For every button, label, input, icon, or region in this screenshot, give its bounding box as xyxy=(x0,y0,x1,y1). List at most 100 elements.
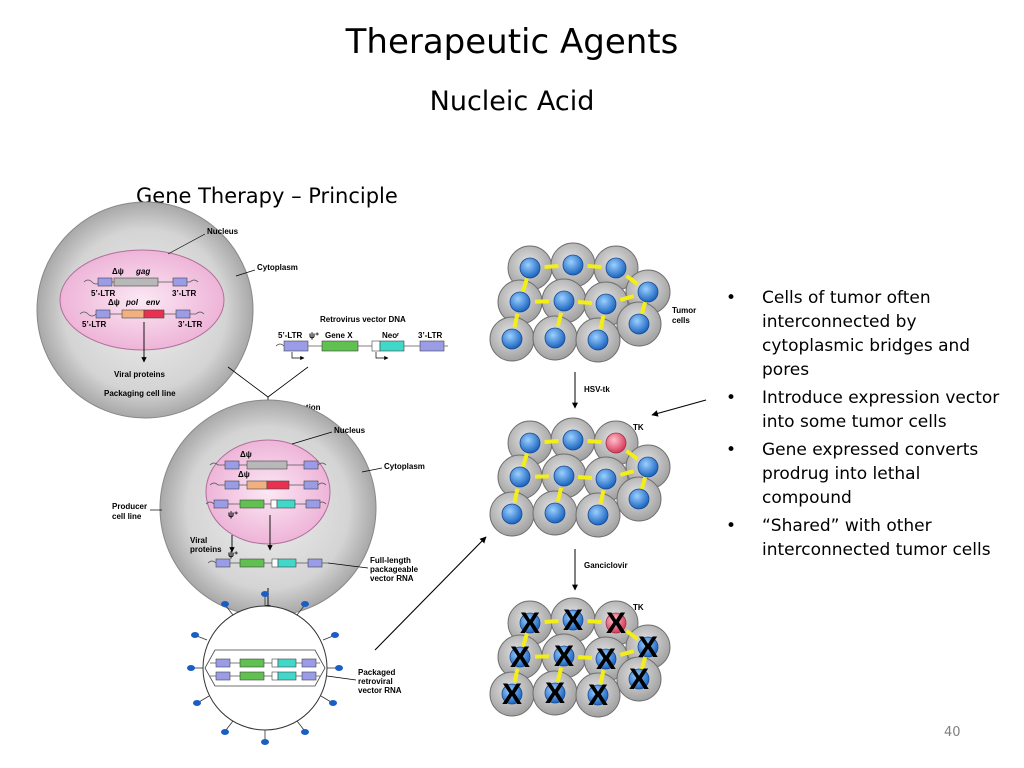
cytoplasmic-bridge xyxy=(544,439,559,444)
packaging-cell-line-label: Packaging cell line xyxy=(104,389,176,398)
tumor-label: Tumor xyxy=(672,306,696,315)
tumor-nucleus xyxy=(519,612,541,634)
tumor-nucleus xyxy=(544,502,566,524)
dead-cell-mark: X xyxy=(545,677,565,710)
tumor-nucleus xyxy=(519,432,541,454)
ltr3-label: 3’-LTR xyxy=(172,289,197,298)
cytoplasmic-bridge xyxy=(639,300,648,316)
ltr3-label: 3’-LTR xyxy=(418,331,443,340)
virus-particle: Packaged retroviral vector RNA xyxy=(187,591,402,745)
tumor-nucleus xyxy=(628,313,650,335)
cytoplasmic-bridge xyxy=(619,469,635,477)
gene-x-label: Gene X xyxy=(325,331,353,340)
tumor-nucleus xyxy=(544,327,566,349)
viral-proteins-label: Viral proteins xyxy=(114,370,166,379)
tumor-nucleus xyxy=(553,290,575,312)
psi-plus-label: ψ⁺ xyxy=(228,510,238,519)
viral-proteins-label: Viral xyxy=(190,536,207,545)
ltr5-label: 5’-LTR xyxy=(91,289,116,298)
tumor-nucleus xyxy=(562,254,584,276)
ltr5-label: 5’-LTR xyxy=(82,320,107,329)
tumor-label: cells xyxy=(672,316,690,325)
page-number: 40 xyxy=(944,725,961,740)
cytoplasm-label: Cytoplasm xyxy=(384,462,425,471)
ltr-box xyxy=(97,277,113,287)
tumor-nucleus xyxy=(501,328,523,350)
packaged-label: vector RNA xyxy=(358,686,402,695)
producer-label: cell line xyxy=(112,512,142,521)
cytoplasmic-bridge xyxy=(598,489,606,505)
ltr-box xyxy=(283,340,309,352)
ganciclovir-label: Ganciclovir xyxy=(584,561,628,570)
tumor-nucleus xyxy=(553,465,575,487)
dead-cell-mark: X xyxy=(502,678,522,711)
dead-cell-mark: X xyxy=(638,631,658,664)
gag-label: gag xyxy=(135,267,150,276)
tumor-nucleus xyxy=(587,684,609,706)
tumor-nucleus xyxy=(587,504,609,526)
ltr-box xyxy=(419,340,445,352)
packaging-cell: Δψ gag 5’-LTR 3’-LTR Δψ pol env 5’-LTR 3… xyxy=(36,201,298,419)
cytoplasmic-bridge xyxy=(577,655,593,660)
full-length-label: packageable xyxy=(370,565,419,574)
cytoplasmic-bridge xyxy=(625,449,639,461)
tk-label: TK xyxy=(633,423,644,432)
delta-psi-label: Δψ xyxy=(240,450,252,459)
tumor-nucleus xyxy=(562,609,584,631)
tumor-nucleus xyxy=(544,682,566,704)
dead-cell-mark: X xyxy=(588,679,608,712)
dead-cell-mark: X xyxy=(520,607,540,640)
dead-cell-mark: X xyxy=(510,641,530,674)
hsv-tk-label: HSV-tk xyxy=(584,385,610,394)
bullet-item: “Shared” with other interconnected tumor… xyxy=(722,514,1012,562)
tumor-nucleus xyxy=(595,468,617,490)
tumor-nucleus xyxy=(501,503,523,525)
slide-subtitle: Nucleic Acid xyxy=(429,86,595,117)
viral-proteins-label: proteins xyxy=(190,545,222,554)
psi-plus-label: ψ⁺ xyxy=(228,550,238,559)
cytoplasmic-bridge xyxy=(521,452,529,468)
producer-label: Producer xyxy=(112,502,147,511)
bullet-item: Gene expressed converts prodrug into let… xyxy=(722,438,1012,510)
ltr3-label: 3’-LTR xyxy=(178,320,203,329)
cytoplasmic-bridge xyxy=(555,667,564,682)
tk-expressing-nucleus xyxy=(605,612,627,634)
cytoplasmic-bridge xyxy=(619,649,635,657)
delta-psi-label: Δψ xyxy=(112,267,124,276)
env-box xyxy=(143,309,165,319)
tumor-nucleus xyxy=(501,683,523,705)
cytoplasmic-bridge xyxy=(619,294,635,302)
retrovirus-vector-label: Retrovirus vector DNA xyxy=(320,315,406,324)
cytoplasmic-bridge xyxy=(587,439,602,444)
ltr-box xyxy=(175,309,191,319)
neo-label: Neoʳ xyxy=(382,331,399,340)
retrovirus-vector-dna: Retrovirus vector DNA 5’-LTR ψ⁺ Gene X N… xyxy=(275,315,448,361)
tumor-nucleus xyxy=(637,281,659,303)
dead-cell-mark: X xyxy=(606,607,626,640)
cytoplasmic-bridge xyxy=(625,274,639,286)
env-label: env xyxy=(146,298,160,307)
section-title: Gene Therapy – Principle xyxy=(136,184,398,208)
packaged-label: retroviral xyxy=(358,677,393,686)
full-length-label: vector RNA xyxy=(370,574,414,583)
tumor-cells-group xyxy=(489,242,671,363)
tk-label: TK xyxy=(633,603,644,612)
cytoplasmic-bridge xyxy=(577,300,593,305)
bullet-list: Cells of tumor often interconnected by c… xyxy=(722,286,1012,566)
tumor-nucleus xyxy=(628,668,650,690)
cytoplasmic-bridge xyxy=(512,488,520,503)
dead-cell-mark: X xyxy=(596,643,616,676)
cytoplasmic-bridge xyxy=(639,655,648,671)
dead-cell-mark: X xyxy=(629,663,649,696)
cytoplasmic-bridge xyxy=(512,668,520,683)
packaged-label: Packaged xyxy=(358,668,395,677)
dead-cell-mark: X xyxy=(554,640,574,673)
pol-label: pol xyxy=(125,298,139,307)
delta-psi-label: Δψ xyxy=(238,470,250,479)
cytoplasmic-bridge xyxy=(521,632,529,648)
nucleus-label: Nucleus xyxy=(207,227,239,236)
ltr-box xyxy=(95,309,111,319)
producer-cell: Δψ Δψ ψ⁺ Nucleus Cytoplasm Producer cell… xyxy=(112,399,425,617)
